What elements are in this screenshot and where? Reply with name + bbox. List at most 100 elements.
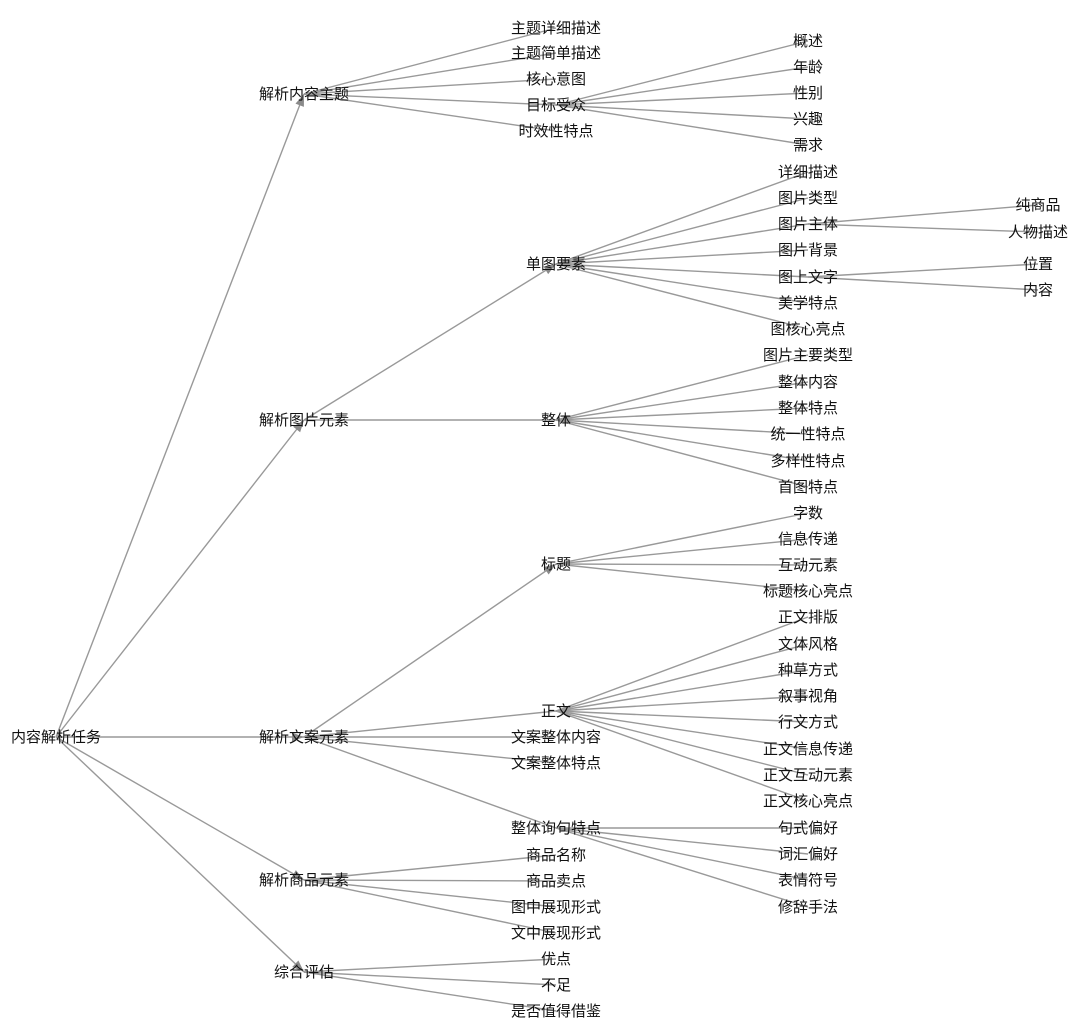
edge-child-to-grandchild [555,171,809,265]
grandchild-node: 详细描述 [778,163,838,181]
arrowhead [295,94,304,107]
grandchild-node: 年龄 [793,58,823,76]
edge-child-to-grandchild [555,66,809,106]
grandchild-node: 美学特点 [778,294,838,312]
edge-child-to-grandchild [555,710,809,723]
edge-child-to-grandchild [555,354,809,421]
edge-branch-to-child [303,879,557,934]
grandchild-node: 首图特点 [778,478,838,496]
grandchild-node: 整体特点 [778,399,838,417]
child-node: 文中展现形式 [511,924,601,942]
grandchild-node: 图上文字 [778,268,838,286]
grandchild-node: 字数 [793,504,823,522]
branch-node: 解析商品元素 [259,871,349,889]
edge-child-to-grandchild [555,710,809,802]
edge-root-to-branch [55,93,305,738]
grandchild-node: 叙事视角 [778,687,838,705]
edge-branch-to-child [303,27,557,95]
edge-root-to-branch [55,736,305,973]
edge-branch-to-child [303,563,557,738]
edge-child-to-grandchild [555,104,809,146]
grandchild-node: 图核心亮点 [770,320,845,338]
child-node: 整体询句特点 [511,819,601,837]
edge-root-to-branch [55,419,305,738]
leaf-node: 纯商品 [1015,196,1060,214]
edge-child-to-grandchild [555,695,809,712]
child-node: 主题简单描述 [511,44,601,62]
edge-child-to-grandchild [555,381,809,421]
grandchild-node: 正文信息传递 [763,740,853,758]
child-node: 整体 [541,411,571,429]
leaf-node: 内容 [1023,281,1053,299]
edge-child-to-grandchild [555,669,809,712]
child-node: 优点 [541,950,571,968]
grandchild-node: 图片类型 [778,189,838,207]
grandchild-node: 正文核心亮点 [763,792,853,810]
grandchild-node: 行文方式 [778,713,838,731]
child-node: 图中展现形式 [511,898,601,916]
edge-child-to-grandchild [555,563,809,566]
grandchild-node: 兴趣 [793,110,823,128]
child-node: 正文 [541,702,571,720]
branch-node: 解析图片元素 [259,411,349,429]
grandchild-node: 词汇偏好 [778,845,838,863]
branch-node: 综合评估 [274,963,334,981]
edge-child-to-grandchild [555,643,809,712]
grandchild-node: 多样性特点 [770,452,845,470]
grandchild-node: 需求 [793,136,823,154]
grandchild-node: 性别 [793,84,823,102]
grandchild-node: 概述 [793,32,823,50]
edge-child-to-grandchild [555,263,809,330]
arrowhead [291,870,304,880]
edge-child-to-grandchild [555,263,809,278]
edge-child-to-grandchild [555,512,809,565]
child-node: 文案整体内容 [511,728,601,746]
grandchild-node: 表情符号 [778,871,838,889]
leaf-node: 人物描述 [1008,223,1068,241]
edge-child-to-grandchild [555,419,809,462]
edge-child-to-grandchild [555,104,809,120]
grandchild-node: 正文互动元素 [763,766,853,784]
child-node: 商品名称 [526,846,586,864]
edge-child-to-grandchild [555,40,809,106]
child-node: 是否值得借鉴 [511,1002,601,1020]
child-node: 目标受众 [526,96,586,114]
arrowhead [543,564,556,575]
edge-child-to-grandchild [555,827,809,855]
arrowhead [293,420,304,433]
arrowhead [292,960,304,972]
grandchild-node: 整体内容 [778,373,838,391]
arrowhead [543,264,556,275]
edge-child-to-grandchild [555,419,809,488]
edge-child-to-grandchild [555,263,809,304]
branch-node: 解析文案元素 [259,728,349,746]
grandchild-node: 种草方式 [778,661,838,679]
edge-grandchild-to-leaf [807,276,1039,291]
edge-branch-to-child [303,958,557,973]
edge-branch-to-child [303,971,557,986]
edge-child-to-grandchild [555,710,809,776]
edge-branch-to-child [303,78,557,95]
edge-branch-to-child [303,854,557,881]
branch-node: 解析内容主题 [259,85,349,103]
edge-child-to-grandchild [555,827,809,881]
grandchild-node: 图片主要类型 [763,346,853,364]
edge-branch-to-child [303,93,557,106]
edge-child-to-grandchild [555,827,809,908]
leaf-node: 位置 [1023,255,1053,273]
edge-branch-to-child [303,879,557,882]
edge-child-to-grandchild [555,710,809,750]
grandchild-node: 互动元素 [778,556,838,574]
grandchild-node: 图片背景 [778,241,838,259]
grandchild-node: 文体风格 [778,635,838,653]
edge-child-to-grandchild [555,616,809,712]
grandchild-node: 图片主体 [778,215,838,233]
child-node: 标题 [541,555,571,573]
edge-grandchild-to-leaf [807,223,1039,233]
edges-layer [55,27,1039,1012]
edge-branch-to-child [303,52,557,95]
edge-child-to-grandchild [555,197,809,265]
edge-child-to-grandchild [555,538,809,565]
grandchild-node: 信息传递 [778,530,838,548]
